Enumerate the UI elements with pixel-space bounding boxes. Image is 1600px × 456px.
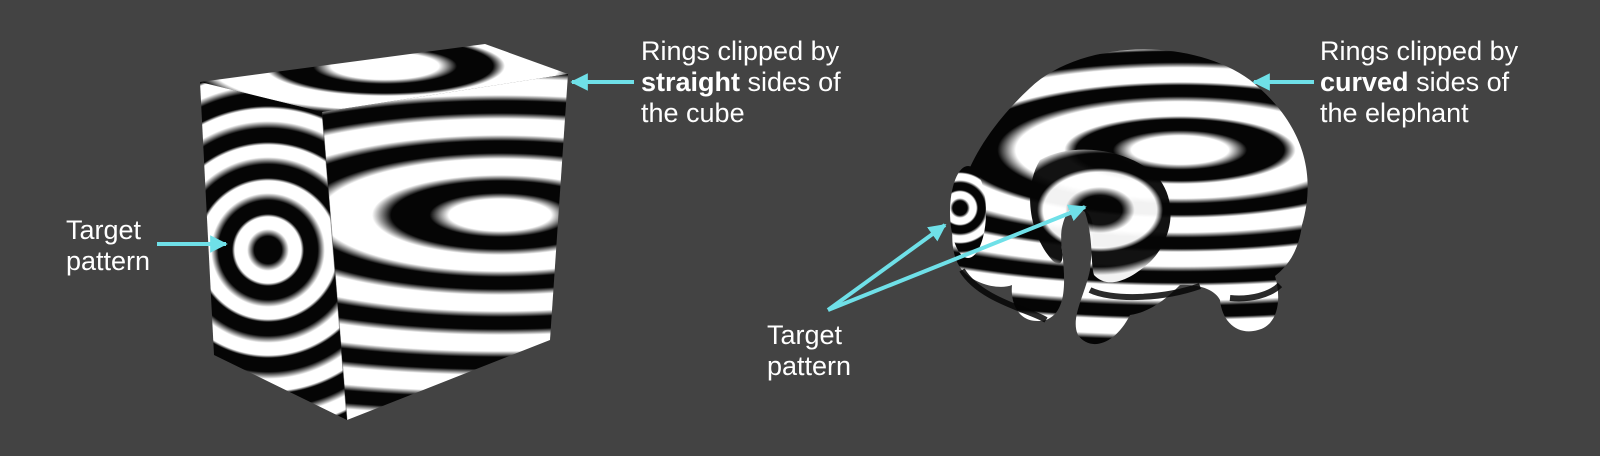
cube-target-label: Target pattern <box>66 215 150 277</box>
elephant-legs <box>959 268 1283 323</box>
elephant-target-line2: pattern <box>767 351 852 381</box>
elephant-target-line1: Target <box>767 320 843 350</box>
elephant-target-label: Target pattern <box>767 320 851 382</box>
cube-top-face <box>200 44 568 112</box>
cube <box>200 44 568 421</box>
cube-clipped-label: Rings clipped by straight sides of the c… <box>641 36 841 129</box>
cube-clipped-mid: sides of <box>747 67 841 97</box>
elephant-clipped-label: Rings clipped by curved sides of the ele… <box>1320 36 1518 129</box>
cube-clipped-bold: straight <box>641 67 741 97</box>
cube-target-line1: Target <box>66 215 142 245</box>
elephant-clipped-line2: curved sides of <box>1320 67 1518 98</box>
cube-target-line2: pattern <box>66 246 151 276</box>
cube-clipped-line3: the cube <box>641 98 745 128</box>
elephant-ear <box>950 166 986 258</box>
elephant-target-arrow-head <box>827 204 1087 312</box>
elephant <box>950 49 1308 345</box>
cube-clipped-line2: straight sides of <box>641 67 841 98</box>
cube-front-face <box>200 82 347 420</box>
elephant-clipped-mid: sides of <box>1416 67 1510 97</box>
cube-clipped-line1: Rings clipped by <box>641 36 840 66</box>
elephant-clipped-line1: Rings clipped by <box>1320 36 1519 66</box>
cube-side-face <box>322 74 568 420</box>
elephant-clipped-line3: the elephant <box>1320 98 1469 128</box>
elephant-clipped-bold: curved <box>1320 67 1409 97</box>
elephant-head <box>1030 149 1171 283</box>
annotation-arrows <box>157 73 1314 312</box>
elephant-target-arrow-ear <box>826 223 947 312</box>
